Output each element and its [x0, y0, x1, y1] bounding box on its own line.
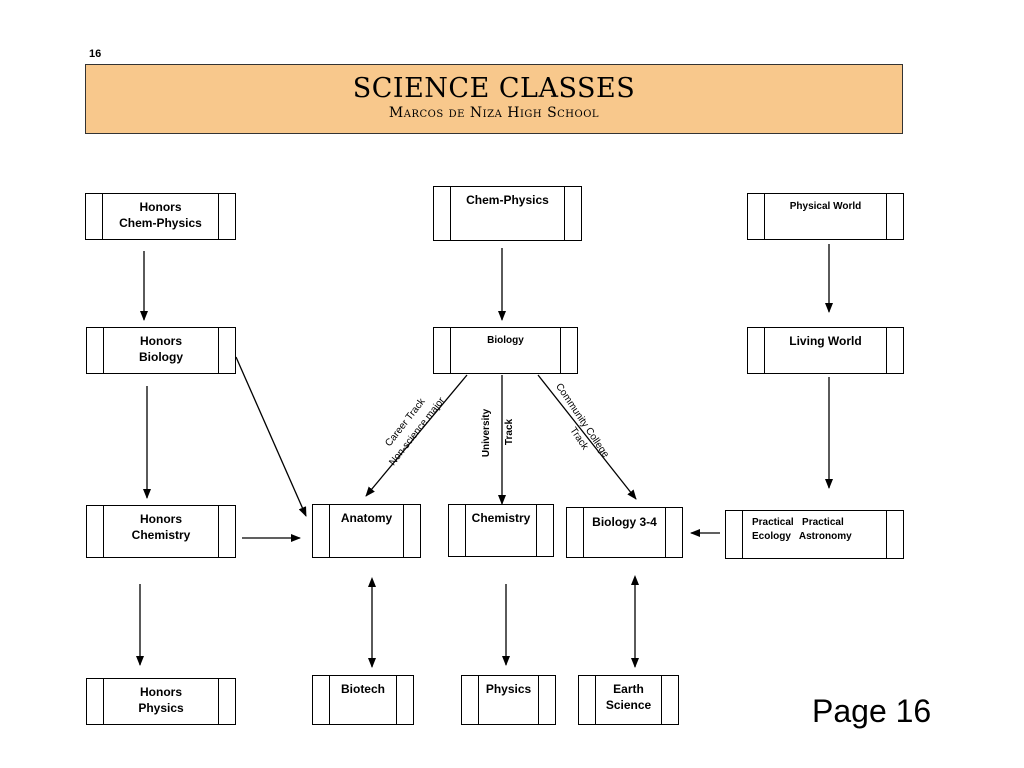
box-biology-3-4: Biology 3-4 [566, 507, 683, 558]
label-university-track: Track [504, 418, 516, 446]
box-honors-chem-physics: Honors Chem-Physics [85, 193, 236, 240]
box-honors-physics: Honors Physics [86, 678, 236, 725]
box-physical-world: Physical World [747, 193, 904, 240]
arrow-bio-to-anatomy [365, 374, 468, 497]
box-chemistry: Chemistry [448, 504, 554, 557]
arrow-hbio-to-anatomy [235, 356, 307, 517]
page-title: SCIENCE CLASSES [352, 73, 636, 104]
box-honors-biology: Honors Biology [86, 327, 236, 374]
label-university: University [481, 408, 493, 458]
header-banner: SCIENCE CLASSES Marcos de Niza High Scho… [85, 64, 903, 134]
box-earth-science: Earth Science [578, 675, 679, 725]
page-subtitle: Marcos de Niza High School [388, 105, 600, 121]
box-physics: Physics [461, 675, 556, 725]
box-biotech: Biotech [312, 675, 414, 725]
page-footer-label: Page 16 [812, 693, 932, 729]
box-chem-physics: Chem-Physics [433, 186, 582, 241]
box-honors-chemistry: Honors Chemistry [86, 505, 236, 558]
box-biology: Biology [433, 327, 578, 374]
box-anatomy: Anatomy [312, 504, 421, 558]
box-practical-ecology-astronomy: Practical Practical Ecology Astronomy [725, 510, 904, 559]
box-living-world: Living World [747, 327, 904, 374]
arrow-bio-to-bio34 [537, 374, 637, 500]
page-number-small: 16 [89, 48, 102, 60]
